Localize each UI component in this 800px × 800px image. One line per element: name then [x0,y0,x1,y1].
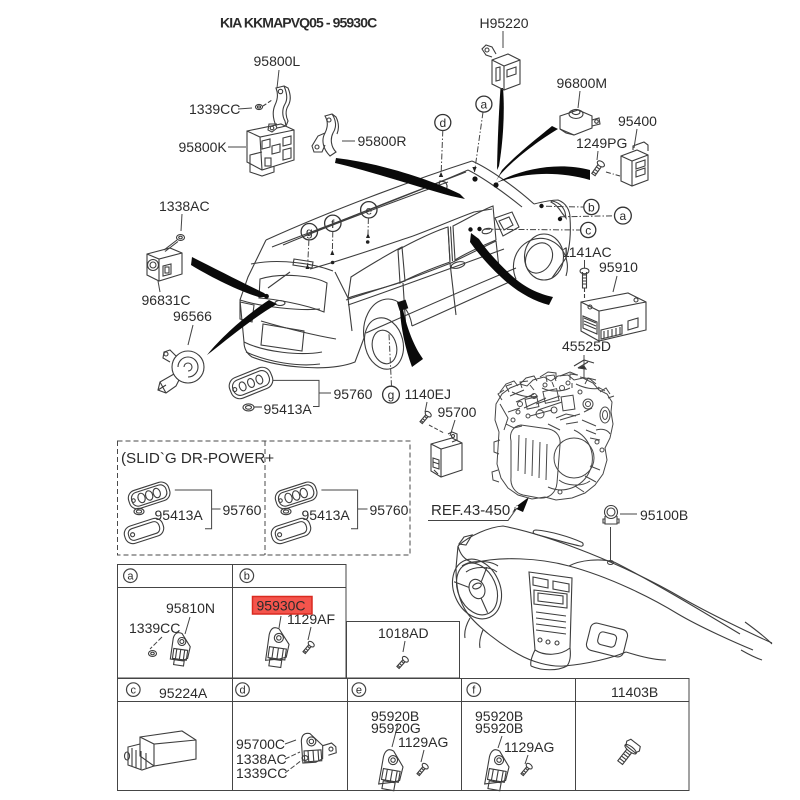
svg-text:f: f [472,685,476,697]
svg-text:1249PG: 1249PG [576,135,627,151]
svg-text:95920B: 95920B [475,708,523,724]
svg-text:d: d [239,685,245,697]
svg-text:H95220: H95220 [480,15,529,31]
svg-text:1339CC: 1339CC [129,620,180,636]
svg-text:1339CC: 1339CC [236,765,287,781]
svg-text:95930C: 95930C [257,598,306,614]
svg-text:a: a [620,209,627,223]
svg-text:(SLID`G DR-POWER+: (SLID`G DR-POWER+ [121,450,274,467]
svg-text:95224A: 95224A [159,685,208,701]
svg-text:a: a [481,98,488,112]
svg-text:95760: 95760 [223,502,262,518]
svg-text:96800M: 96800M [557,75,608,91]
svg-text:95920B: 95920B [475,720,523,736]
svg-text:95800R: 95800R [358,133,407,149]
svg-text:d: d [439,116,446,130]
svg-text:1129AF: 1129AF [287,611,335,627]
svg-text:95920G: 95920G [371,720,421,736]
svg-text:96566: 96566 [173,308,212,324]
svg-text:95910: 95910 [599,259,638,275]
svg-text:c: c [585,224,591,238]
svg-text:95700C: 95700C [236,736,285,752]
svg-text:96831C: 96831C [142,292,191,308]
svg-text:c: c [131,685,137,697]
svg-text:1339CC: 1339CC [189,101,240,117]
svg-text:95800K: 95800K [179,139,228,155]
svg-text:1338AC: 1338AC [236,751,287,767]
svg-text:g: g [388,388,395,402]
svg-text:1129AG: 1129AG [398,734,448,750]
svg-text:95810N: 95810N [166,600,215,616]
svg-text:45525D: 45525D [562,338,611,354]
svg-text:1141AC: 1141AC [562,244,612,260]
svg-text:95413A: 95413A [155,507,204,523]
svg-text:95800L: 95800L [254,53,301,69]
svg-text:b: b [588,201,595,215]
svg-text:1140EJ: 1140EJ [405,386,451,402]
svg-text:95400: 95400 [618,113,657,129]
svg-text:1338AC: 1338AC [159,198,210,214]
svg-text:95920B: 95920B [371,708,419,724]
svg-text:REF.43-450: REF.43-450 [431,502,510,519]
svg-text:95413A: 95413A [264,401,313,417]
svg-text:95100B: 95100B [640,507,688,523]
svg-text:1129AG: 1129AG [504,739,554,755]
svg-text:KIA KKMAPVQ05 - 95930C: KIA KKMAPVQ05 - 95930C [220,15,377,31]
svg-text:95760: 95760 [334,386,373,402]
svg-text:e: e [356,685,362,697]
svg-text:95700: 95700 [438,404,477,420]
svg-text:b: b [244,571,250,583]
svg-text:95760: 95760 [370,502,409,518]
svg-text:1018AD: 1018AD [378,625,429,641]
svg-text:a: a [127,571,134,583]
svg-text:11403B: 11403B [611,684,658,700]
svg-text:95413A: 95413A [302,507,351,523]
